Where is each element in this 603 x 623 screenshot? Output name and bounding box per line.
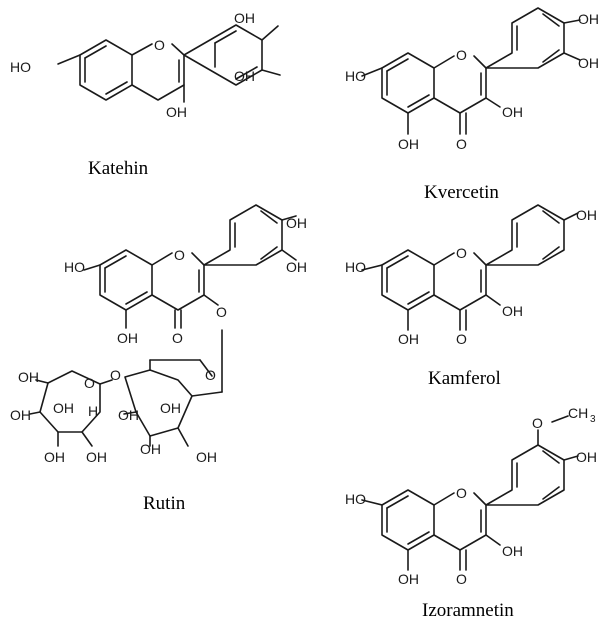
kvercetin-ho-7: HO — [345, 68, 366, 84]
kvercetin-oh-3: OH — [502, 104, 523, 120]
katehin-oh-3p: OH — [234, 68, 255, 84]
izoramnetin-carbonyl-oxygen: O — [456, 571, 467, 587]
rutin-rha-oh-1: OH — [18, 369, 39, 385]
rutin-rha-oh-2: OH — [53, 400, 74, 416]
rutin-glc-oh-1: OH — [160, 400, 181, 416]
rutin-ring-oxygen: O — [174, 247, 185, 263]
rutin-glc-oh-4: OH — [196, 449, 217, 465]
rutin-glc-oh-3: OH — [140, 441, 161, 457]
kamferol-oh-5: OH — [398, 331, 419, 347]
rutin-glycosidic-oxygen-2: O — [110, 367, 121, 383]
rutin-oh-5: OH — [117, 330, 138, 346]
rutin-glc-oh-2: OH — [118, 407, 139, 423]
rutin-glc-ring-oxygen: O — [205, 367, 216, 383]
izoramnetin-ho-7: HO — [345, 491, 366, 507]
izoramnetin-methyl-subscript: 3 — [590, 414, 596, 425]
kamferol-oh-3: OH — [502, 303, 523, 319]
kamferol-ring-oxygen: O — [456, 245, 467, 261]
rutin-name: Rutin — [143, 493, 186, 514]
katehin-oh-3: OH — [166, 104, 187, 120]
izoramnetin-methoxy-oxygen: O — [532, 415, 543, 431]
kamferol-carbonyl-oxygen: O — [456, 331, 467, 347]
rutin-rha-oh-4: OH — [44, 449, 65, 465]
katehin-oh-4p: OH — [234, 10, 255, 26]
kvercetin-carbonyl-oxygen: O — [456, 136, 467, 152]
kvercetin-name: Kvercetin — [424, 182, 499, 203]
kvercetin-oh-5: OH — [398, 136, 419, 152]
katehin-structure — [57, 24, 281, 103]
katehin-ring-oxygen: O — [154, 37, 165, 53]
kamferol-oh-4p: OH — [576, 207, 597, 223]
izoramnetin-structure — [361, 415, 579, 571]
katehin-ho-label: HO — [10, 59, 31, 75]
kvercetin-structure — [361, 7, 581, 135]
rutin-carbonyl-oxygen: O — [172, 330, 183, 346]
izoramnetin-oh-3: OH — [502, 543, 523, 559]
rutin-oh-3p: OH — [286, 259, 307, 275]
izoramnetin-oh-4p: OH — [576, 449, 597, 465]
izoramnetin-name: Izoramnetin — [422, 600, 514, 621]
rutin-rha-oh-5: OH — [86, 449, 107, 465]
rutin-oh-4p: OH — [286, 215, 307, 231]
kvercetin-oh-3p: OH — [578, 55, 599, 71]
rutin-ho-7: HO — [64, 259, 85, 275]
izoramnetin-oh-5: OH — [398, 571, 419, 587]
rutin-rha-ring-oxygen: O — [84, 375, 95, 391]
kamferol-structure — [361, 204, 579, 331]
izoramnetin-methyl-ch: CH — [568, 405, 588, 421]
katehin-name: Katehin — [88, 158, 149, 179]
rutin-rha-h: H — [88, 403, 98, 419]
rutin-rha-oh-3: OH — [10, 407, 31, 423]
kamferol-ho-7: HO — [345, 259, 366, 275]
kamferol-name: Kamferol — [428, 368, 501, 389]
izoramnetin-ring-oxygen: O — [456, 485, 467, 501]
rutin-glycosidic-oxygen-1: O — [216, 304, 227, 320]
kvercetin-oh-4p: OH — [578, 11, 599, 27]
kvercetin-ring-oxygen: O — [456, 47, 467, 63]
rutin-structure — [29, 204, 297, 447]
